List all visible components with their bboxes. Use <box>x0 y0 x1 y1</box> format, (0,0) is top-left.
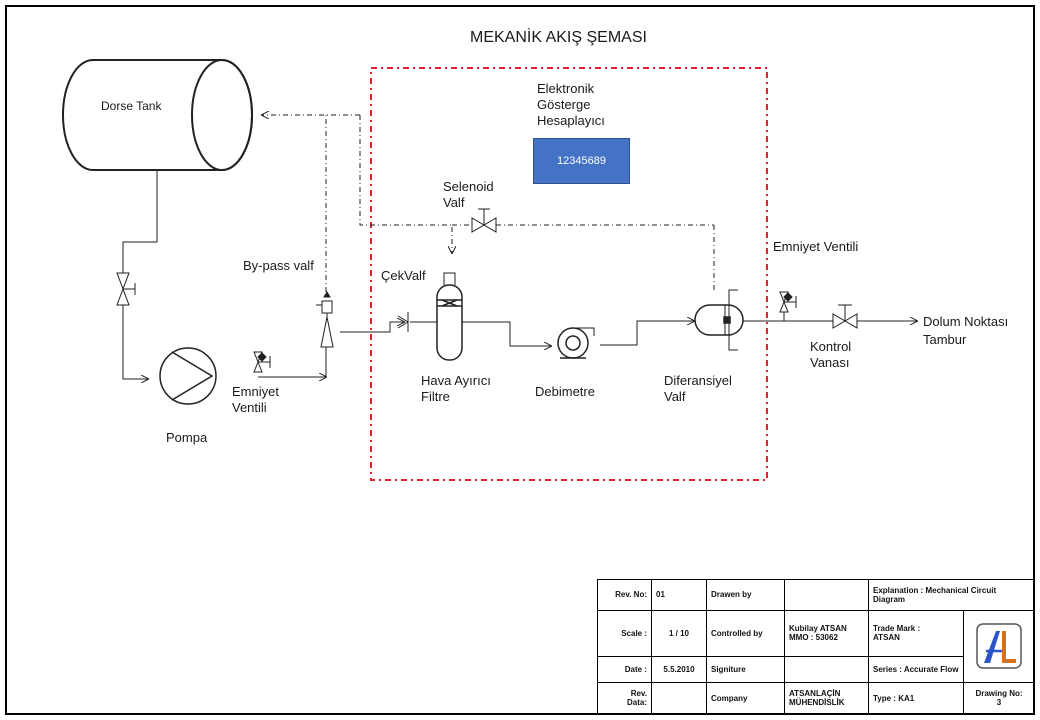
company-label: Company <box>706 682 785 714</box>
controller-reg: MMO : 53062 <box>789 633 838 643</box>
pump-label: Pompa <box>166 430 208 445</box>
signal-lines <box>262 115 715 292</box>
relief-valve-2-symbol <box>779 291 797 321</box>
solenoid-valve-label-line2: Valf <box>443 195 465 210</box>
check-valve-label: ÇekValf <box>381 268 426 283</box>
solenoid-valve-label-line1: Selenoid <box>443 179 494 194</box>
air-separator-symbol <box>436 272 463 361</box>
drawing-no-value: 3 <box>996 698 1002 708</box>
rev-date-label: Rev.Data: <box>597 682 652 714</box>
bypass-valve-label: By-pass valf <box>243 258 314 273</box>
drawn-by-value <box>784 579 869 611</box>
suction-valve-symbol <box>116 272 136 306</box>
rev-no-label: Rev. No: <box>597 579 652 611</box>
scale-label: Scale : <box>597 609 652 657</box>
metering-unit-boundary <box>370 67 768 481</box>
date-label: Date : <box>597 655 652 684</box>
outlet-label-line1: Dolum Noktası <box>923 314 1009 329</box>
trade-mark: Trade Mark :ATSAN <box>868 609 964 657</box>
scale-value: 1 / 10 <box>651 609 707 657</box>
logo-cell <box>963 609 1035 684</box>
bypass-valve-symbol <box>316 291 334 348</box>
solenoid-valve-symbol <box>471 208 497 233</box>
drawn-by-label: Drawen by <box>706 579 785 611</box>
differential-valve-symbol <box>694 289 744 351</box>
relief-valve-1-symbol <box>253 351 271 373</box>
diff-valve-label-line2: Valf <box>664 389 686 404</box>
rev-no-value: 01 <box>651 579 707 611</box>
controller-name: Kubilay ATSAN <box>789 624 847 634</box>
electronic-display-screen: 12345689 <box>533 138 630 184</box>
company-line2: MÜHENDİSLİK <box>789 698 845 708</box>
main-line <box>340 322 437 333</box>
flow-meter-symbol <box>557 327 595 359</box>
controlled-by-label: Controlled by <box>706 609 785 657</box>
control-valve-symbol <box>832 304 858 329</box>
drawing-no-label: Drawing No: <box>975 689 1023 699</box>
relief-valve-2-label: Emniyet Ventili <box>773 239 859 254</box>
drawing-border <box>5 5 1035 715</box>
type: Type : KA1 <box>868 682 964 714</box>
relief-valve-1-label-line1: Emniyet <box>232 384 279 399</box>
display-label-line1: Elektronik <box>537 81 595 96</box>
series: Series : Accurate Flow <box>868 655 964 684</box>
discharge-line <box>258 347 326 377</box>
control-valve-label-line2: Vanası <box>810 355 850 370</box>
display-label-line2: Gösterge <box>537 97 591 112</box>
rev-date-value <box>651 682 707 714</box>
pump-symbol <box>159 347 217 405</box>
company-logo <box>976 623 1022 670</box>
trade-mark-value: ATSAN <box>873 633 900 643</box>
company-line1: ATSANLAÇİN <box>789 689 841 699</box>
tank-label: Dorse Tank <box>101 99 162 113</box>
signature-label: Signiture <box>706 655 785 684</box>
rev-date-label-line2: Data: <box>626 698 647 708</box>
check-valve-symbol <box>397 312 409 332</box>
display-label-line3: Hesaplayıcı <box>537 113 605 128</box>
air-separator-label-line2: Filtre <box>421 389 450 404</box>
diagram-title: MEKANİK AKIŞ ŞEMASI <box>470 29 647 46</box>
control-valve-label-line1: Kontrol <box>810 339 852 354</box>
signature-value <box>784 655 869 684</box>
title-block: Rev. No: 01 Drawen by Explanation : Mech… <box>597 579 1035 714</box>
flow-meter-label: Debimetre <box>535 384 595 399</box>
rev-date-label-line1: Rev. <box>630 689 647 699</box>
air-separator-label-line1: Hava Ayırıcı <box>421 373 491 388</box>
date-value: 5.5.2010 <box>651 655 707 684</box>
outlet-label-line2: Tambur <box>923 332 967 347</box>
line-to-flowmeter <box>462 321 551 346</box>
tank-symbol <box>62 59 253 171</box>
relief-valve-1-label-line2: Ventili <box>232 400 267 415</box>
diff-valve-label-line1: Diferansiyel <box>664 373 732 388</box>
trade-mark-label: Trade Mark : <box>873 624 921 634</box>
explanation: Explanation : Mechanical Circuit Diagram <box>868 579 1035 611</box>
line-to-diff-valve <box>600 321 694 346</box>
drawing-no: Drawing No:3 <box>963 682 1035 714</box>
suction-line <box>122 170 158 379</box>
